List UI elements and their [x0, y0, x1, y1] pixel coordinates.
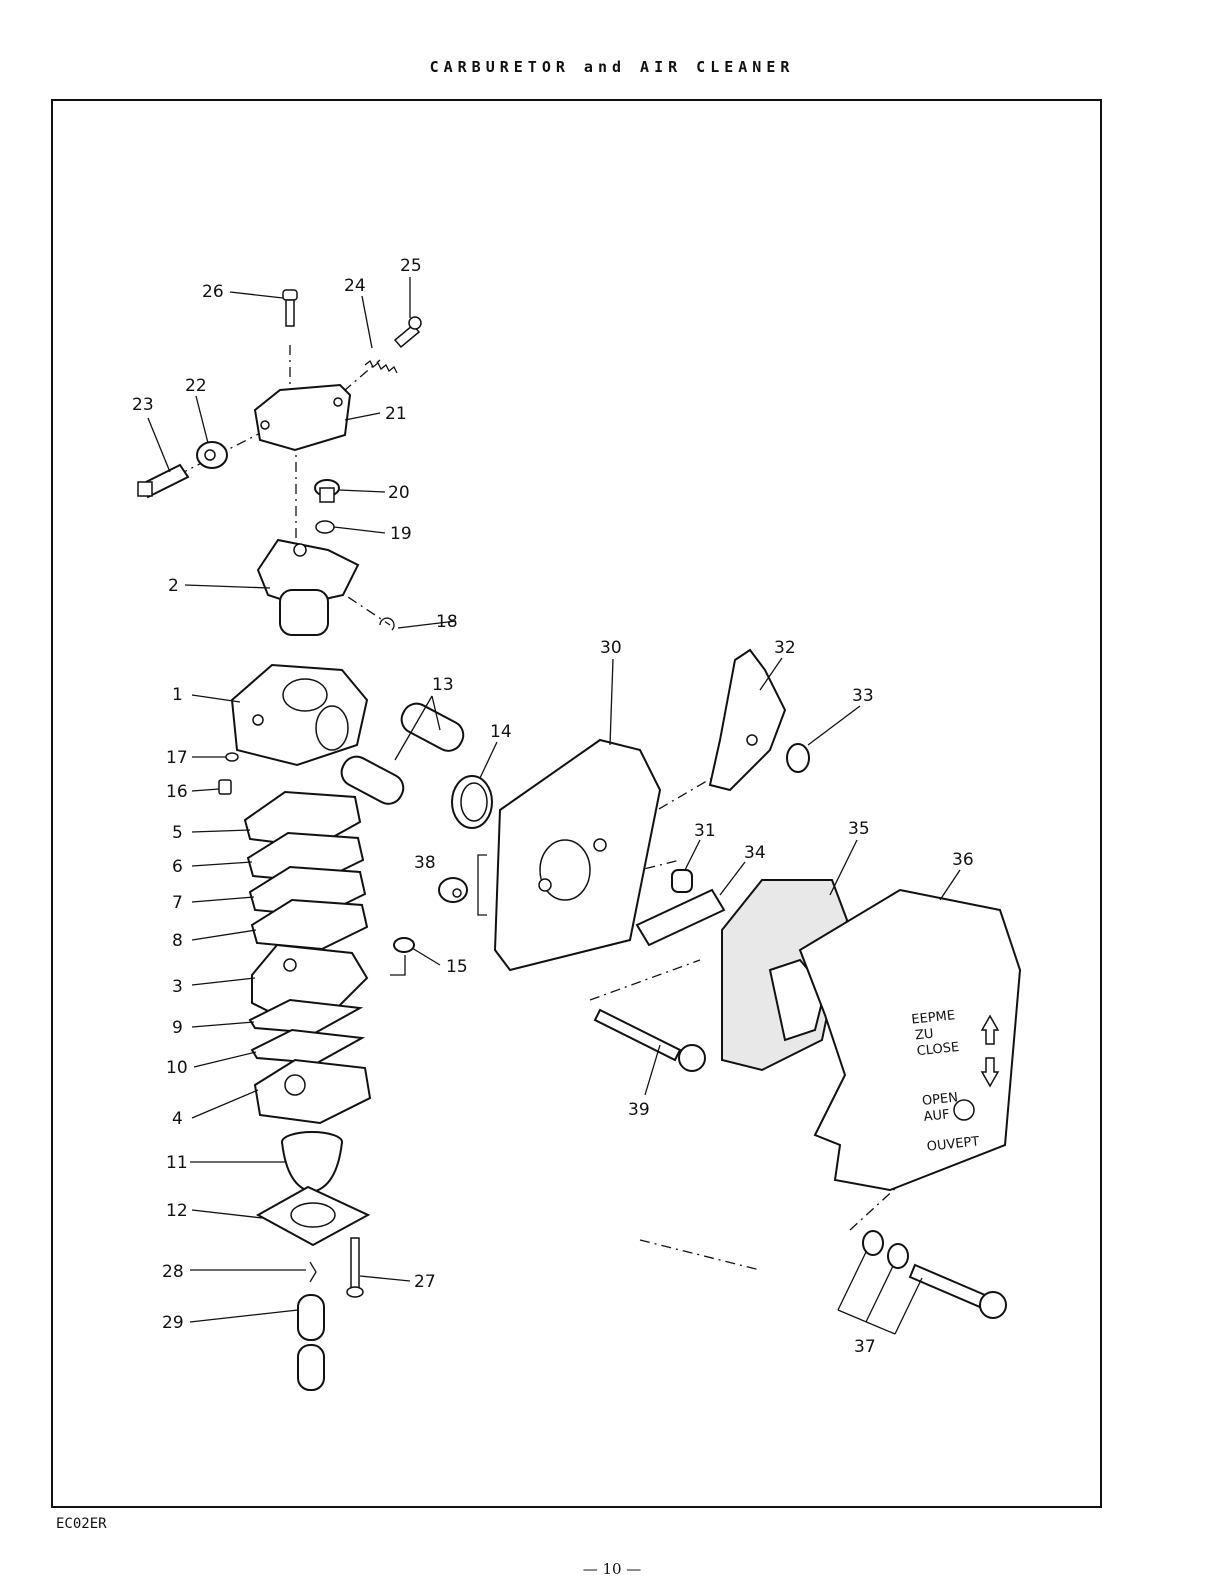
leader-lines	[147, 277, 961, 1335]
callout-28: 28	[162, 1262, 184, 1282]
callout-12: 12	[166, 1201, 188, 1221]
callout-17: 17	[166, 748, 188, 768]
callout-1: 1	[172, 685, 183, 705]
primer-bulb-11	[281, 1131, 343, 1194]
callout-38: 38	[414, 853, 436, 873]
washer-33	[786, 743, 810, 773]
callout-20: 20	[388, 483, 410, 503]
screw-25	[393, 316, 422, 349]
clip-18	[379, 617, 395, 631]
callout-26: 26	[202, 282, 224, 302]
plate-34	[635, 888, 726, 947]
callout-14: 14	[490, 722, 512, 742]
spring-24	[364, 359, 398, 374]
bolt-39	[593, 1008, 706, 1072]
nut-22	[196, 441, 228, 469]
page-title: CARBURETOR and AIR CLEANER	[429, 58, 795, 76]
element-35	[721, 879, 849, 1072]
callout-32: 32	[774, 638, 796, 658]
callout-18: 18	[436, 612, 458, 632]
screw-16	[218, 779, 232, 795]
gaskets-9-10	[248, 998, 366, 1065]
callout-11: 11	[166, 1153, 188, 1173]
cover-close-label-2: ZU	[914, 1027, 934, 1044]
callout-31: 31	[694, 821, 716, 841]
callout-3: 3	[172, 977, 183, 997]
callout-4: 4	[172, 1109, 183, 1129]
callout-36: 36	[952, 850, 974, 870]
screw-26	[282, 289, 298, 327]
bolt-37	[908, 1263, 1007, 1319]
cover-open-label-2: AUF	[923, 1107, 950, 1125]
page-number: — 10 —	[582, 1560, 642, 1578]
pump-body-3	[251, 943, 369, 1015]
cover-close-label-1: EEPME	[911, 1008, 956, 1027]
bracket-21	[253, 383, 352, 452]
filter-29	[297, 1294, 325, 1391]
callout-13: 13	[432, 675, 454, 695]
throttle-body-2	[256, 538, 360, 636]
callout-39: 39	[628, 1100, 650, 1120]
cover-close-label-3: CLOSE	[916, 1040, 960, 1059]
callout-9: 9	[172, 1018, 183, 1038]
cover-open-label-3: OUVEPT	[926, 1134, 980, 1154]
cover-open-label-1: OPEN	[921, 1090, 958, 1109]
callout-16: 16	[166, 782, 188, 802]
screw-23	[137, 463, 190, 499]
diagram-frame	[51, 99, 1102, 1508]
callout-25: 25	[400, 256, 422, 276]
cover-lettering: EEPME ZU CLOSE OPEN AUF OUVEPT	[911, 1008, 980, 1155]
callout-2: 2	[168, 576, 179, 596]
callout-24: 24	[344, 276, 366, 296]
tubes-13	[340, 702, 465, 805]
callout-10: 10	[166, 1058, 188, 1078]
washers-37	[862, 1230, 909, 1269]
lever-32	[708, 648, 787, 792]
callout-27: 27	[414, 1272, 436, 1292]
document-code: EC02ER	[56, 1516, 107, 1532]
spacer-38	[438, 877, 468, 903]
screw-20	[314, 479, 340, 503]
callout-30: 30	[600, 638, 622, 658]
callout-34: 34	[744, 843, 766, 863]
callout-15: 15	[446, 957, 468, 977]
base-30	[493, 738, 662, 972]
callout-19: 19	[390, 524, 412, 544]
arrow-up-icon	[980, 1014, 1000, 1045]
plate-12	[255, 1185, 371, 1247]
collar-31	[671, 869, 693, 893]
cap-15	[393, 937, 415, 953]
arrow-down-icon	[980, 1057, 1000, 1088]
gasket-ring-14	[451, 775, 493, 829]
cover-4	[253, 1058, 372, 1125]
callout-labels: 1 2 3 4 5 6 7 8 9 10 11 12 13 14 15 16 1…	[132, 256, 974, 1357]
callout-8: 8	[172, 931, 183, 951]
gasket-17	[225, 752, 239, 762]
callout-37: 37	[854, 1337, 876, 1357]
callout-21: 21	[385, 404, 407, 424]
callout-23: 23	[132, 395, 154, 415]
washer-19	[315, 520, 335, 534]
callout-35: 35	[848, 819, 870, 839]
choke-hole	[953, 1099, 975, 1121]
carb-body-1	[230, 663, 369, 767]
callout-22: 22	[185, 376, 207, 396]
callout-29: 29	[162, 1313, 184, 1333]
callout-33: 33	[852, 686, 874, 706]
callout-6: 6	[172, 857, 183, 877]
clip-28	[309, 1261, 317, 1283]
callout-5: 5	[172, 823, 183, 843]
callout-7: 7	[172, 893, 183, 913]
gaskets-5-8	[243, 790, 369, 951]
screw-27	[346, 1237, 364, 1298]
